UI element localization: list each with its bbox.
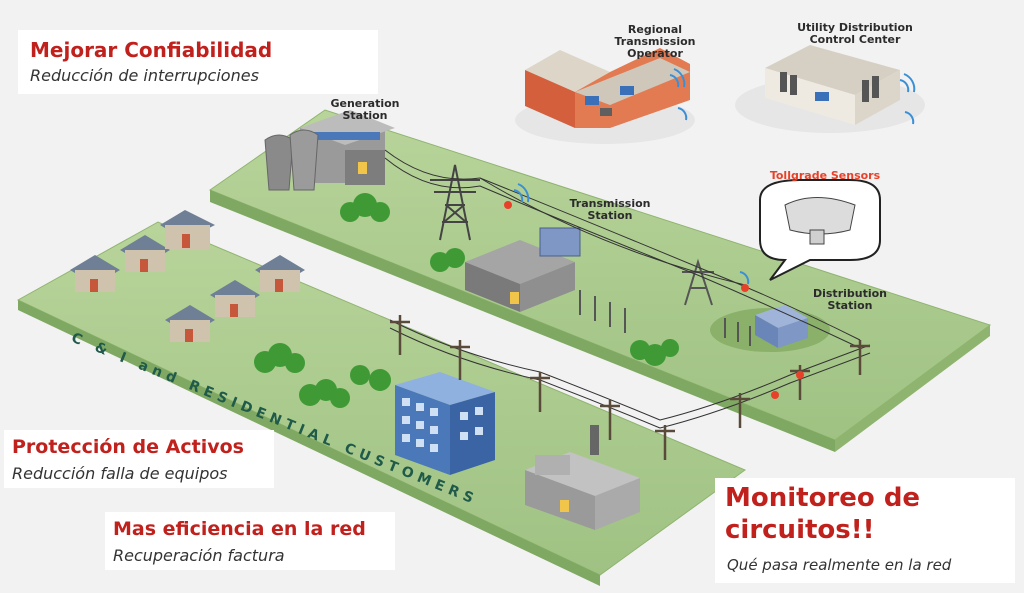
assets-callout bbox=[4, 430, 274, 488]
distribution-station bbox=[710, 305, 830, 352]
utility-label-line2: Control Center bbox=[809, 33, 901, 46]
sensor-callout-bubble bbox=[759, 179, 881, 281]
utility-ground-plane bbox=[208, 109, 992, 452]
assets-subtitle: Reducción falla de equipos bbox=[12, 464, 228, 483]
distribution-station-label: Distribution Station bbox=[795, 288, 905, 312]
monitoring-title-line1: Monitoreo de bbox=[725, 483, 921, 513]
distribution-label-line1: Distribution bbox=[812, 287, 888, 300]
regional-label-line3: Operator bbox=[627, 47, 683, 60]
commercial-office-building bbox=[395, 372, 495, 475]
assets-title: Protección de Activos bbox=[12, 436, 244, 458]
generation-label-line2: Station bbox=[342, 109, 388, 122]
trees-lower bbox=[254, 343, 391, 408]
monitoring-subtitle: Qué pasa realmente en la red bbox=[727, 556, 952, 574]
reliability-callout bbox=[18, 30, 378, 94]
generation-station-building bbox=[264, 110, 395, 191]
transmission-label-line2: Station bbox=[587, 209, 633, 222]
houses bbox=[70, 210, 305, 342]
monitoring-title-line2: circuitos!! bbox=[725, 515, 875, 545]
transmission-label-line1: Transmission bbox=[569, 197, 651, 210]
transmission-station-label: Transmission Station bbox=[555, 198, 665, 222]
sensor-markers bbox=[504, 201, 804, 399]
efficiency-callout bbox=[105, 512, 395, 570]
utility-poles bbox=[390, 315, 870, 460]
tollgrade-sensors-label: Tollgrade Sensors bbox=[769, 169, 881, 182]
transmission-tower bbox=[430, 164, 480, 241]
transmission-station-building bbox=[465, 227, 626, 333]
power-lines-upper bbox=[384, 149, 861, 349]
trees-upper bbox=[340, 193, 679, 366]
industrial-factory-building bbox=[525, 425, 640, 530]
reliability-subtitle: Reducción de interrupciones bbox=[30, 66, 259, 85]
utility-control-center-label: Utility Distribution Control Center bbox=[770, 22, 940, 46]
generation-label-line1: Generation bbox=[330, 97, 400, 110]
regional-transmission-operator-building bbox=[515, 48, 695, 144]
regional-operator-label: Regional Transmission Operator bbox=[600, 24, 710, 60]
wifi-signal-icons bbox=[513, 68, 916, 285]
efficiency-title: Mas eficiencia en la red bbox=[113, 518, 366, 540]
regional-label-line1: Regional bbox=[627, 23, 683, 36]
reliability-title: Mejorar Confiabilidad bbox=[30, 38, 273, 62]
regional-label-line2: Transmission bbox=[614, 35, 696, 48]
utility-control-center-building bbox=[735, 45, 925, 133]
generation-station-label: Generation Station bbox=[310, 98, 420, 122]
efficiency-subtitle: Recuperación factura bbox=[113, 546, 285, 565]
monitoring-callout bbox=[715, 478, 1015, 583]
utility-label-line1: Utility Distribution bbox=[797, 21, 913, 34]
distribution-label-line2: Station bbox=[827, 299, 873, 312]
power-lines-lower bbox=[389, 319, 871, 429]
